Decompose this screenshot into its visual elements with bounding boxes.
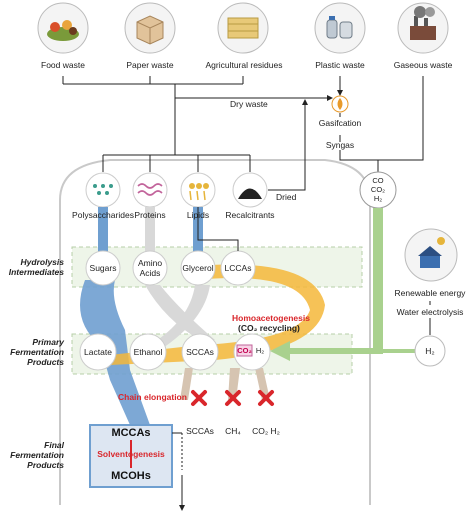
- green-flow: [290, 208, 383, 354]
- label-co2h2-out: CO₂ H₂: [252, 426, 280, 436]
- stage-hydrolysis: Hydrolysis Intermediates: [8, 257, 64, 277]
- label-lactate: Lactate: [84, 347, 112, 357]
- label-homoacetogenesis: Homoacetogenesis: [232, 313, 310, 323]
- stage-primary: Primary Fermentation Products: [10, 337, 64, 367]
- amino-acids-circle: [132, 250, 168, 286]
- label-plastic-waste: Plastic waste: [315, 60, 365, 70]
- label-h2: H₂: [373, 194, 383, 203]
- solar-house-icon: [418, 237, 445, 268]
- label-dried: Dried: [276, 192, 297, 202]
- label-renewable-energy: Renewable energy: [394, 288, 466, 298]
- label-solventogenesis: Solventogenesis: [97, 449, 165, 459]
- box-icon: [136, 15, 164, 45]
- dried-return: [268, 99, 308, 191]
- factory-icon: [410, 6, 436, 40]
- label-ch4-out: CH₄: [225, 426, 241, 436]
- label-gasification: Gasifcation: [318, 118, 362, 128]
- label-co2-primary: CO₂: [237, 346, 252, 355]
- label-lipids: Lipids: [186, 210, 210, 220]
- red-x-icon: [191, 390, 274, 406]
- ethanol-circle: [129, 333, 167, 371]
- lactate-circle: [79, 333, 117, 371]
- label-mcohs: MCOHs: [111, 470, 151, 482]
- label-h2-primary: H₂: [255, 346, 265, 355]
- label-co2: CO₂: [370, 185, 386, 194]
- plastic-bottle-icon: [326, 16, 353, 39]
- label-lccas: LCCAs: [224, 263, 252, 273]
- label-syngas: Syngas: [325, 140, 355, 150]
- sccas-circle: [181, 333, 219, 371]
- green-arrowhead: [270, 341, 290, 361]
- beige-flows: [180, 368, 270, 400]
- glycerol-circle: [180, 250, 216, 286]
- stage-final: Final Fermentation Products: [10, 440, 64, 470]
- label-amino-acids: Amino Acids: [137, 258, 163, 278]
- polysaccharides-circle: [85, 172, 121, 208]
- label-dry-waste: Dry waste: [230, 99, 268, 109]
- lipids-circle: [180, 172, 216, 208]
- label-recalcitrants: Recalcitrants: [225, 210, 275, 220]
- label-co: CO: [372, 176, 384, 185]
- label-co2-recycling: (CO₂ recycling): [238, 323, 300, 333]
- sugars-circle: [85, 250, 121, 286]
- orange-flow: [110, 264, 325, 365]
- flame-icon: [337, 98, 343, 110]
- label-sugars: Sugars: [89, 263, 117, 273]
- label-paper-waste: Paper waste: [126, 60, 174, 70]
- coal-icon: [238, 188, 262, 199]
- food-icon: [47, 20, 79, 41]
- label-proteins: Proteins: [134, 210, 166, 220]
- label-polysaccharides: Polysaccharides: [72, 210, 134, 220]
- grey-flow-protein: [145, 207, 155, 255]
- proteins-circle: [132, 172, 168, 208]
- label-chain-elongation: Chain elongation: [118, 392, 187, 402]
- blue-flow-top: [98, 207, 108, 255]
- label-sccas: SCCAs: [186, 347, 214, 357]
- label-gaseous-waste: Gaseous waste: [393, 60, 453, 70]
- label-h2-node: H₂: [425, 346, 435, 356]
- co2-highlight: [236, 344, 253, 357]
- label-agricultural-residues: Agricultural residues: [205, 60, 283, 70]
- hay-icon: [227, 17, 259, 39]
- label-ethanol: Ethanol: [133, 347, 163, 357]
- label-sccas-out: SCCAs: [186, 426, 214, 436]
- label-food-waste: Food waste: [41, 60, 85, 70]
- h2-node: [414, 335, 446, 367]
- label-mccas: MCCAs: [111, 427, 151, 439]
- label-glycerol: Glycerol: [182, 263, 214, 273]
- label-water-electrolysis: Water electrolysis: [396, 307, 464, 317]
